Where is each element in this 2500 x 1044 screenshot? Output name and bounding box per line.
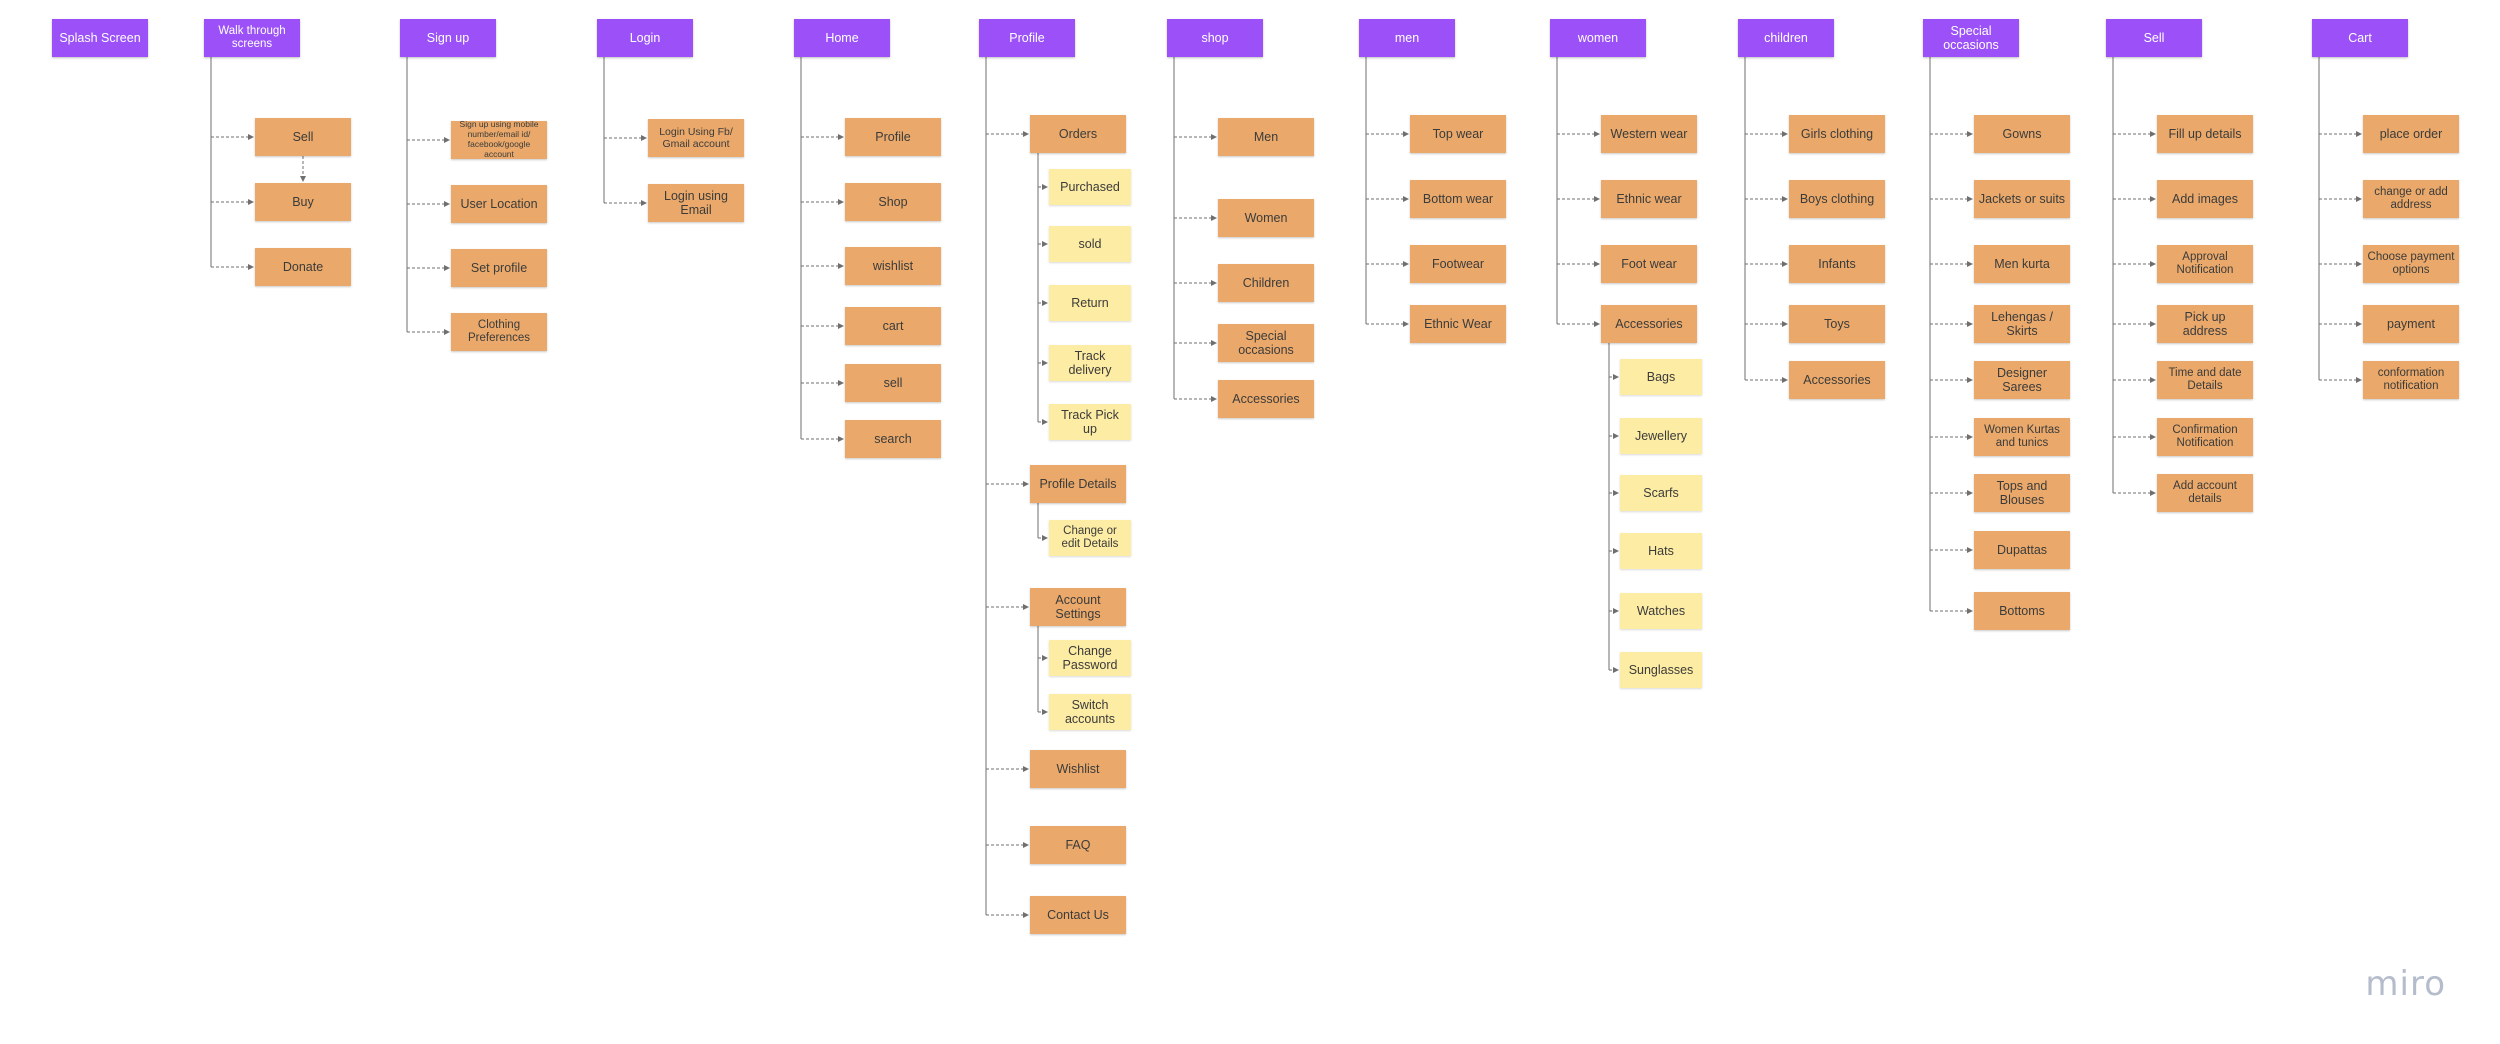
profile-sub-sold[interactable]: sold xyxy=(1049,226,1131,262)
cart-item-place-order[interactable]: place order xyxy=(2363,115,2459,153)
miro-logo: miro xyxy=(2365,964,2446,1004)
children-item-infants[interactable]: Infants xyxy=(1789,245,1885,283)
profile-item-contact-us[interactable]: Contact Us xyxy=(1030,896,1126,934)
children-item-accessories[interactable]: Accessories xyxy=(1789,361,1885,399)
cart-item-conformation-notification[interactable]: conformation notification xyxy=(2363,361,2459,399)
home-item-cart[interactable]: cart xyxy=(845,307,941,345)
walk-through-screens-header[interactable]: Walk through screens xyxy=(204,19,300,57)
sell-item-confirmation-notification[interactable]: Confirmation Notification xyxy=(2157,418,2253,456)
men-item-footwear[interactable]: Footwear xyxy=(1410,245,1506,283)
special-occasions-item-dupattas[interactable]: Dupattas xyxy=(1974,531,2070,569)
men-item-top-wear[interactable]: Top wear xyxy=(1410,115,1506,153)
women-item-ethnic-wear[interactable]: Ethnic wear xyxy=(1601,180,1697,218)
login-item-login-using-fb-gmail-account[interactable]: Login Using Fb/ Gmail account xyxy=(648,119,744,157)
sell-item-fill-up-details[interactable]: Fill up details xyxy=(2157,115,2253,153)
cart-item-choose-payment-options[interactable]: Choose payment options xyxy=(2363,245,2459,283)
profile-item-profile-details[interactable]: Profile Details xyxy=(1030,465,1126,503)
walk-through-screens-item-buy[interactable]: Buy xyxy=(255,183,351,221)
women-sub-jewellery[interactable]: Jewellery xyxy=(1620,418,1702,454)
women-item-western-wear[interactable]: Western wear xyxy=(1601,115,1697,153)
children-item-girls-clothing[interactable]: Girls clothing xyxy=(1789,115,1885,153)
men-header[interactable]: men xyxy=(1359,19,1455,57)
shop-header[interactable]: shop xyxy=(1167,19,1263,57)
profile-item-faq[interactable]: FAQ xyxy=(1030,826,1126,864)
profile-sub-change-password[interactable]: Change Password xyxy=(1049,640,1131,676)
special-occasions-item-designer-sarees[interactable]: Designer Sarees xyxy=(1974,361,2070,399)
women-sub-sunglasses[interactable]: Sunglasses xyxy=(1620,652,1702,688)
profile-item-wishlist[interactable]: Wishlist xyxy=(1030,750,1126,788)
children-item-toys[interactable]: Toys xyxy=(1789,305,1885,343)
shop-item-children[interactable]: Children xyxy=(1218,264,1314,302)
sell-item-pick-up-address[interactable]: Pick up address xyxy=(2157,305,2253,343)
special-occasions-item-jackets-or-suits[interactable]: Jackets or suits xyxy=(1974,180,2070,218)
special-occasions-item-bottoms[interactable]: Bottoms xyxy=(1974,592,2070,630)
sell-item-add-account-details[interactable]: Add account details xyxy=(2157,474,2253,512)
profile-item-orders[interactable]: Orders xyxy=(1030,115,1126,153)
women-sub-watches[interactable]: Watches xyxy=(1620,593,1702,629)
home-item-shop[interactable]: Shop xyxy=(845,183,941,221)
login-item-login-using-email[interactable]: Login using Email xyxy=(648,184,744,222)
home-item-wishlist[interactable]: wishlist xyxy=(845,247,941,285)
cart-header[interactable]: Cart xyxy=(2312,19,2408,57)
home-header[interactable]: Home xyxy=(794,19,890,57)
profile-sub-switch-accounts[interactable]: Switch accounts xyxy=(1049,694,1131,730)
sign-up-item-sign-up-using-mobile-number-email-id-facebook-google-account[interactable]: Sign up using mobile number/email id/ fa… xyxy=(451,121,547,159)
women-item-foot-wear[interactable]: Foot wear xyxy=(1601,245,1697,283)
shop-item-women[interactable]: Women xyxy=(1218,199,1314,237)
sign-up-header[interactable]: Sign up xyxy=(400,19,496,57)
men-item-ethnic-wear[interactable]: Ethnic Wear xyxy=(1410,305,1506,343)
profile-sub-return[interactable]: Return xyxy=(1049,285,1131,321)
special-occasions-item-lehengas-skirts[interactable]: Lehengas / Skirts xyxy=(1974,305,2070,343)
shop-item-accessories[interactable]: Accessories xyxy=(1218,380,1314,418)
children-item-boys-clothing[interactable]: Boys clothing xyxy=(1789,180,1885,218)
walk-through-screens-item-donate[interactable]: Donate xyxy=(255,248,351,286)
walk-through-screens-item-sell[interactable]: Sell xyxy=(255,118,351,156)
profile-sub-track-pick-up[interactable]: Track Pick up xyxy=(1049,404,1131,440)
cart-item-payment[interactable]: payment xyxy=(2363,305,2459,343)
home-item-sell[interactable]: sell xyxy=(845,364,941,402)
women-sub-bags[interactable]: Bags xyxy=(1620,359,1702,395)
special-occasions-item-men-kurta[interactable]: Men kurta xyxy=(1974,245,2070,283)
sell-item-add-images[interactable]: Add images xyxy=(2157,180,2253,218)
women-sub-scarfs[interactable]: Scarfs xyxy=(1620,475,1702,511)
sign-up-item-user-location[interactable]: User Location xyxy=(451,185,547,223)
women-header[interactable]: women xyxy=(1550,19,1646,57)
sign-up-item-set-profile[interactable]: Set profile xyxy=(451,249,547,287)
special-occasions-item-tops-and-blouses[interactable]: Tops and Blouses xyxy=(1974,474,2070,512)
special-occasions-item-gowns[interactable]: Gowns xyxy=(1974,115,2070,153)
sell-item-approval-notification[interactable]: Approval Notification xyxy=(2157,245,2253,283)
profile-sub-purchased[interactable]: Purchased xyxy=(1049,169,1131,205)
splash-screen-header[interactable]: Splash Screen xyxy=(52,19,148,57)
sign-up-item-clothing-preferences[interactable]: Clothing Preferences xyxy=(451,313,547,351)
sell-item-time-and-date-details[interactable]: Time and date Details xyxy=(2157,361,2253,399)
shop-item-men[interactable]: Men xyxy=(1218,118,1314,156)
special-occasions-header[interactable]: Special occasions xyxy=(1923,19,2019,57)
home-item-search[interactable]: search xyxy=(845,420,941,458)
special-occasions-item-women-kurtas-and-tunics[interactable]: Women Kurtas and tunics xyxy=(1974,418,2070,456)
men-item-bottom-wear[interactable]: Bottom wear xyxy=(1410,180,1506,218)
profile-header[interactable]: Profile xyxy=(979,19,1075,57)
login-header[interactable]: Login xyxy=(597,19,693,57)
shop-item-special-occasions[interactable]: Special occasions xyxy=(1218,324,1314,362)
women-item-accessories[interactable]: Accessories xyxy=(1601,305,1697,343)
profile-sub-change-or-edit-details[interactable]: Change or edit Details xyxy=(1049,520,1131,556)
sell-header[interactable]: Sell xyxy=(2106,19,2202,57)
women-sub-hats[interactable]: Hats xyxy=(1620,533,1702,569)
home-item-profile[interactable]: Profile xyxy=(845,118,941,156)
profile-sub-track-delivery[interactable]: Track delivery xyxy=(1049,345,1131,381)
profile-item-account-settings[interactable]: Account Settings xyxy=(1030,588,1126,626)
children-header[interactable]: children xyxy=(1738,19,1834,57)
cart-item-change-or-add-address[interactable]: change or add address xyxy=(2363,180,2459,218)
